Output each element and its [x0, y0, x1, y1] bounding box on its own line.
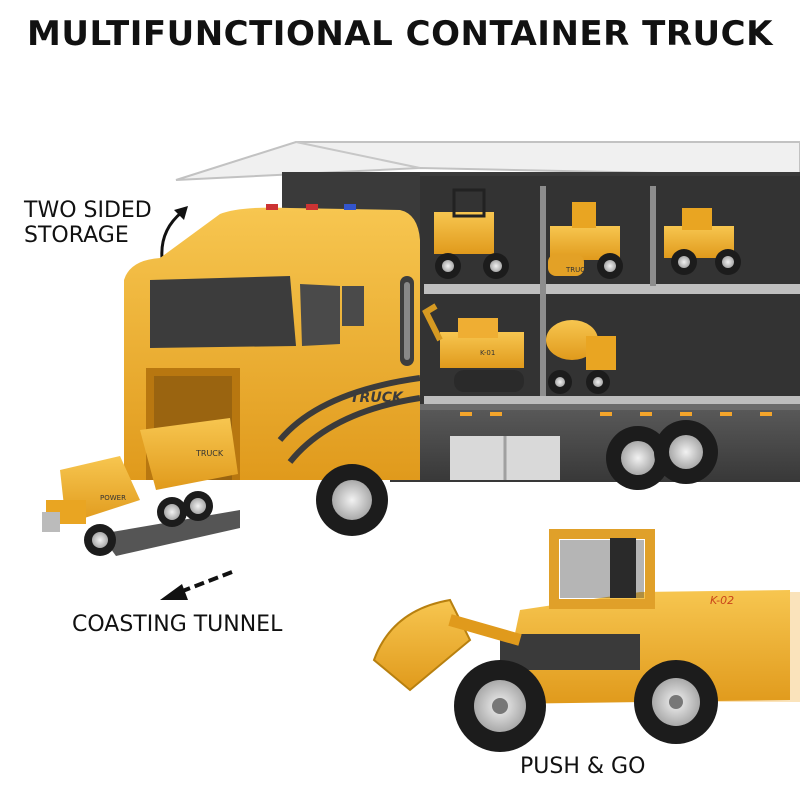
- mini-mixer-bottom-middle: [546, 320, 616, 394]
- mini-bulldozer-top-right: [664, 208, 741, 275]
- mini-loader-top-left: [434, 188, 509, 279]
- two-sided-storage-line1: TWO SIDED: [24, 198, 152, 223]
- transparent-lid: [175, 141, 800, 181]
- truck-wheels: [316, 420, 718, 536]
- tunnel-arrow: [160, 570, 233, 600]
- dump-side-decal: POWER: [100, 494, 126, 502]
- two-sided-storage-label: TWO SIDED STORAGE: [24, 198, 152, 249]
- mini-roller-decal: TRUCK: [565, 266, 590, 274]
- push-and-go-loader: K-02: [372, 529, 800, 752]
- mini-excavator-bottom-left: K-01: [422, 303, 524, 392]
- stored-mini-vehicles: TRUCK K-01: [422, 188, 741, 394]
- loader-decal: K-02: [710, 594, 734, 607]
- excavator-decal: K-01: [480, 349, 495, 357]
- storage-curved-arrow: [160, 206, 188, 259]
- two-sided-storage-line2: STORAGE: [24, 223, 129, 249]
- mini-dump-truck: TRUCK POWER: [42, 418, 238, 556]
- mini-roller-top-middle: TRUCK: [548, 202, 623, 279]
- cab-brand-decal: TRUCK: [350, 390, 404, 406]
- dump-brand-decal: TRUCK: [195, 449, 224, 458]
- push-and-go-label: PUSH & GO: [520, 754, 646, 779]
- coasting-tunnel-label: COASTING TUNNEL: [72, 612, 283, 637]
- page-title: MULTIFUNCTIONAL CONTAINER TRUCK: [27, 14, 773, 54]
